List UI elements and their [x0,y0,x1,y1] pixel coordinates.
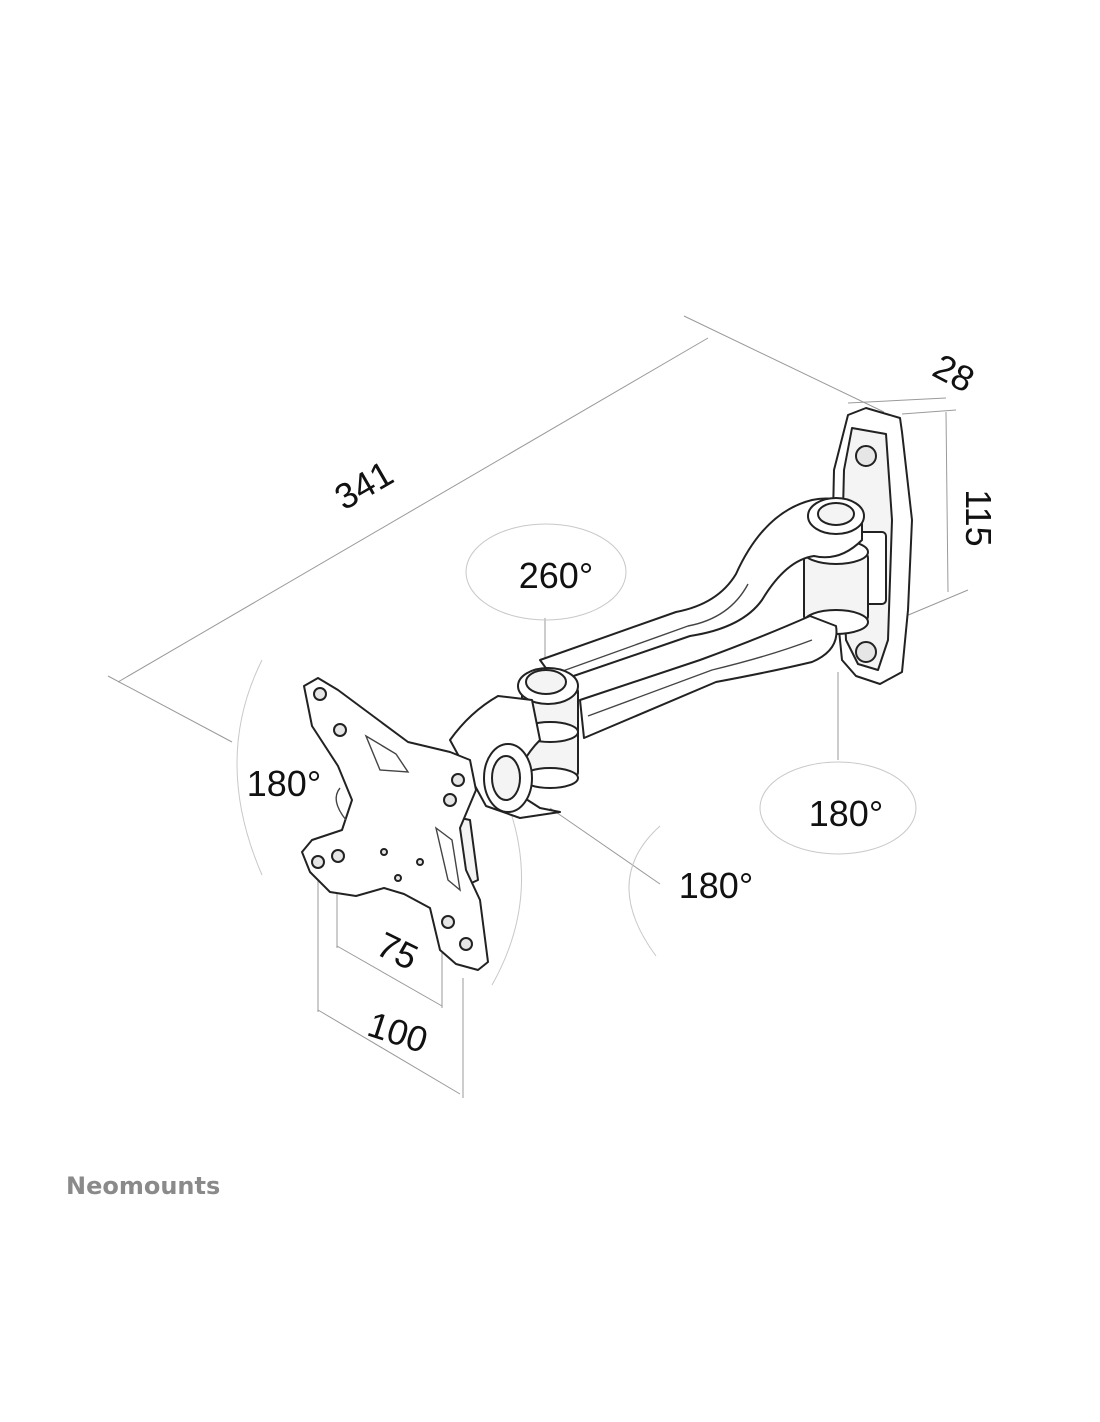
rotation-wall-swivel: 180° [809,793,883,834]
vesa-hole-icon [313,687,327,701]
dimension-depth: 28 [927,345,982,400]
dimension-lines [107,315,969,1098]
vesa-hole-icon [380,848,388,856]
rotation-arm-swivel: 260° [519,555,593,596]
lower-arm [579,615,838,739]
vesa-hole-icon [451,773,465,787]
vesa-hole-icon [331,849,345,863]
middle-joint [517,667,579,789]
screw-hole-icon [855,445,877,467]
vesa-hole-icon [333,723,347,737]
dimension-length: 341 [327,452,400,518]
vesa-hole-icon [311,855,325,869]
rotation-tilt: 180° [247,763,321,804]
vesa-hole-icon [394,874,402,882]
vesa-plate [301,677,489,971]
vesa-hole-icon [416,858,424,866]
vesa-hole-icon [443,793,457,807]
rotation-arcs [236,523,917,986]
dimension-height: 115 [958,489,999,546]
brand-logo: Neomounts [66,1172,220,1200]
wall-hinge [803,531,887,635]
dimension-vesa-large: 100 [363,1003,433,1061]
upper-arm [539,497,865,683]
vesa-hole-icon [441,915,455,929]
tilt-arm [449,695,561,819]
rotation-rotate: 180° [679,865,753,906]
screw-hole-icon [855,641,877,663]
vesa-hole-icon [459,937,473,951]
